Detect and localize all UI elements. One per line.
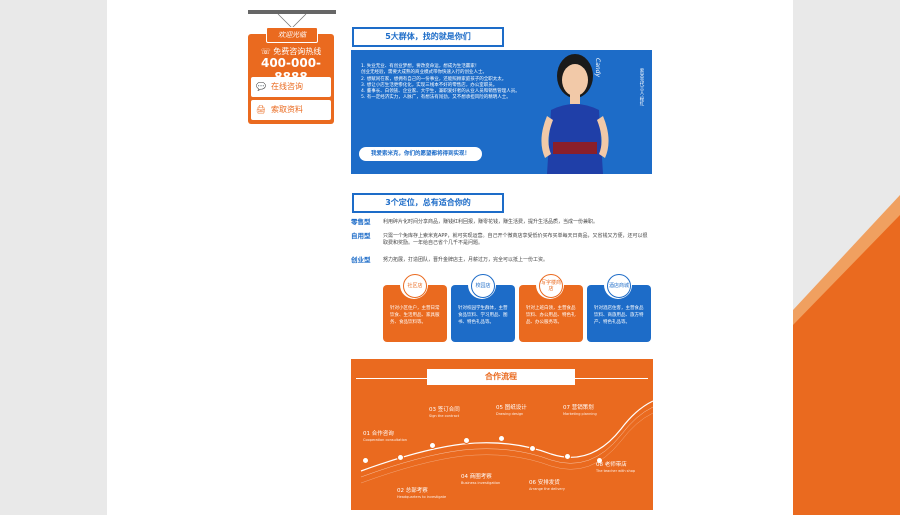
flow-dot-02	[397, 454, 404, 461]
groups-banner: 1. 失业无业、有创业梦想，要改变命运，想成为生活赢家！ 创业无经验，需要大成熟…	[351, 50, 652, 174]
store-card-campus[interactable]: 校园店 针对校园学生群体，主营食品饮料、学习用品、图书、特色礼品等。	[451, 271, 515, 342]
flow-step-08: 08 老师带店 The teacher with shop	[596, 462, 636, 473]
flow-step-02: 02 总部考察 Headquarters to investigate	[397, 488, 447, 499]
groups-description: 1. 失业无业、有创业梦想，要改变命运，想成为生活赢家！ 创业无经验，需要大成熟…	[361, 64, 520, 101]
hotline-label: ☏ 免费咨询热线	[260, 47, 322, 56]
flow-step-05: 05 图纸设计 Drawing design	[496, 405, 527, 416]
flow-step-01: 01 合作咨询 Cooperation consultation	[363, 431, 408, 442]
flow-step-04: 04 商圈考察 Business investigation	[461, 474, 501, 485]
flow-step-03: 03 签订合同 Sign the contract	[429, 407, 460, 418]
join-cta-button[interactable]: 我爱索米克，你们的愿望都将得到实现！	[359, 147, 482, 161]
flow-dot-05	[498, 435, 505, 442]
right-corner-decoration	[793, 0, 900, 515]
spokesperson-caption: 索米克代言人·程红	[639, 68, 644, 106]
request-info-button[interactable]: 🖨索取资料	[251, 100, 331, 120]
printer-icon: 🖨	[255, 105, 267, 114]
flow-step-07: 07 营销策划 Marketing planning	[563, 405, 597, 416]
signature: Candy	[594, 58, 601, 78]
flow-dot-04	[463, 437, 470, 444]
phone-icon: ☏	[260, 47, 274, 56]
flow-dot-08	[596, 457, 603, 464]
hanger-strings	[277, 13, 307, 29]
chat-icon: 💬	[256, 82, 266, 91]
groups-title: 5大群体，找的就是你们	[352, 27, 504, 47]
store-card-hotel[interactable]: 酒店商城 针对酒店住客，主营食品饮料、商旅用品、旅方特产、特色礼品等。	[587, 271, 651, 342]
spokesperson-image	[541, 54, 609, 174]
flow-curve	[360, 400, 653, 484]
store-card-community[interactable]: 社区店 针对小区住户，主营日常饮食、生活用品、家具服务、食品饮料等。	[383, 271, 447, 342]
flow-dot-01	[362, 457, 369, 464]
welcome-sign: 欢迎光临	[266, 27, 318, 43]
flow-dot-07	[564, 453, 571, 460]
sidebar-hanger	[248, 10, 336, 14]
online-consult-button[interactable]: 💬在线咨询	[251, 77, 331, 97]
sidebar-contact-panel: 欢迎光临 ☏ 免费咨询热线 400-000-8888 💬在线咨询 🖨索取资料	[248, 27, 334, 124]
flow-step-06: 06 安排发货 Arrange the delivery	[529, 480, 565, 491]
flow-dot-03	[429, 442, 436, 449]
flow-dot-06	[529, 445, 536, 452]
flow-title: 合作流程	[427, 369, 575, 385]
store-card-office[interactable]: 写字楼商店 针对上班白领，主营食品饮料、办公用品、特色礼品、办公服务等。	[519, 271, 583, 342]
cooperation-flow: 合作流程 01 合作咨询 Cooperation consultation 02…	[351, 359, 653, 510]
positioning-title: 3个定位，总有适合你的	[352, 193, 504, 213]
